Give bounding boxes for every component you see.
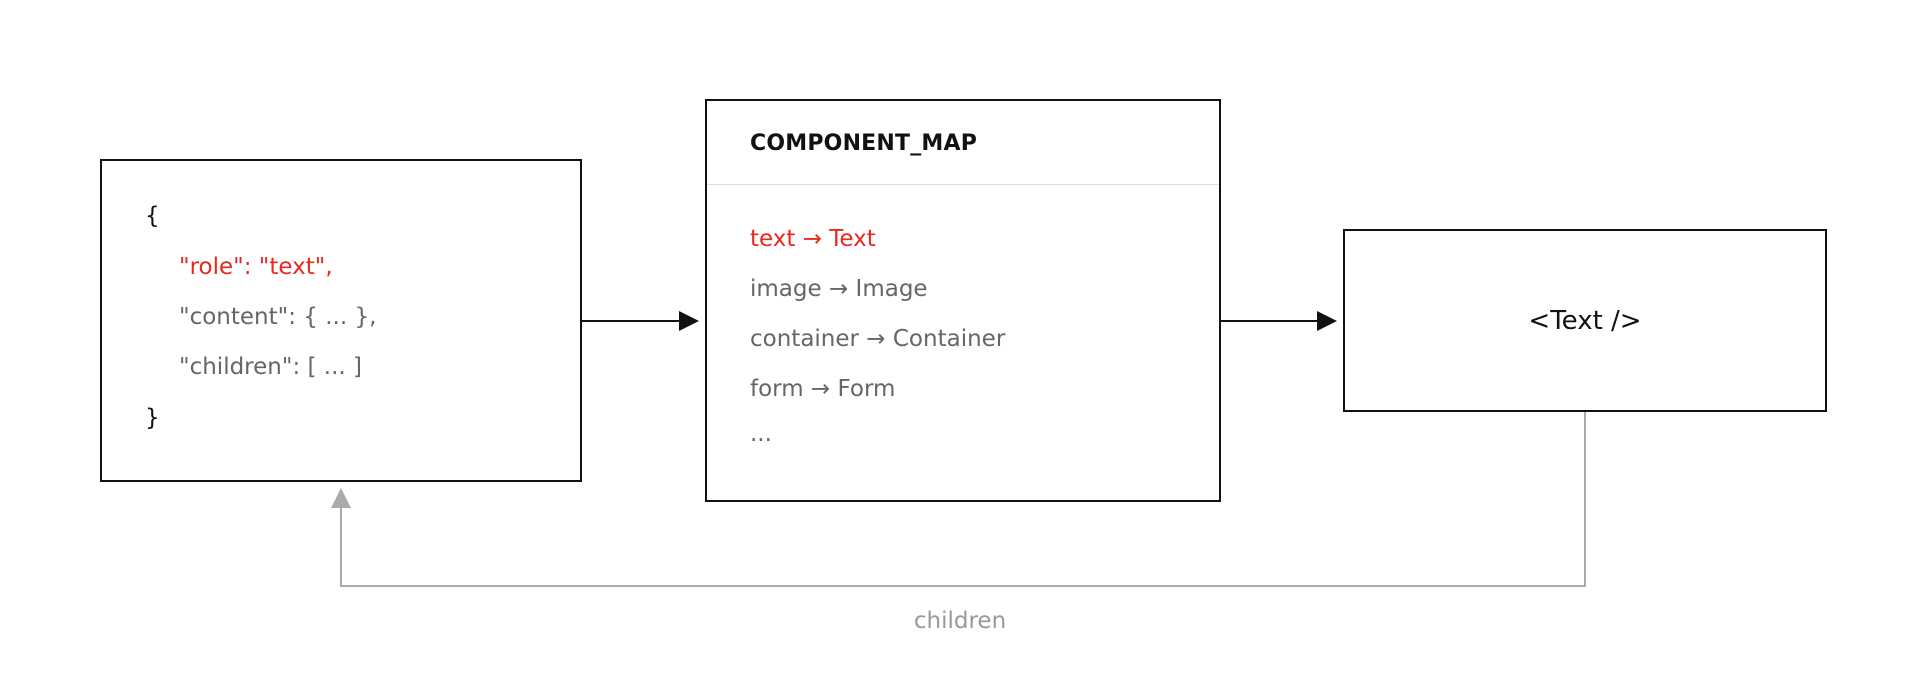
component-map-box: COMPONENT_MAP text → Text image → Image … xyxy=(705,99,1221,502)
json-close-brace: } xyxy=(145,405,160,431)
map-entry-ellipsis: ... xyxy=(750,421,772,447)
rendered-component-box: <Text /> xyxy=(1343,229,1827,412)
feedback-loop-line xyxy=(340,412,1586,587)
json-node-box: { "role": "text", "content": { ... }, "c… xyxy=(100,159,582,482)
json-children-line: "children": [ ... ] xyxy=(179,354,363,380)
arrowhead-feedback xyxy=(331,488,351,508)
json-open-brace: { xyxy=(145,203,160,229)
rendered-component-label: <Text /> xyxy=(1528,305,1642,336)
arrowhead-map-to-output xyxy=(1317,311,1337,331)
children-feedback-label: children xyxy=(913,608,1007,634)
arrowhead-json-to-map xyxy=(679,311,699,331)
map-entry-image: image → Image xyxy=(750,276,928,302)
component-map-divider xyxy=(707,184,1219,185)
component-map-title: COMPONENT_MAP xyxy=(750,131,978,156)
json-content-line: "content": { ... }, xyxy=(179,304,377,330)
map-entry-form: form → Form xyxy=(750,376,896,402)
map-entry-container: container → Container xyxy=(750,326,1006,352)
map-entry-text: text → Text xyxy=(750,226,876,252)
json-role-line: "role": "text", xyxy=(179,254,333,280)
